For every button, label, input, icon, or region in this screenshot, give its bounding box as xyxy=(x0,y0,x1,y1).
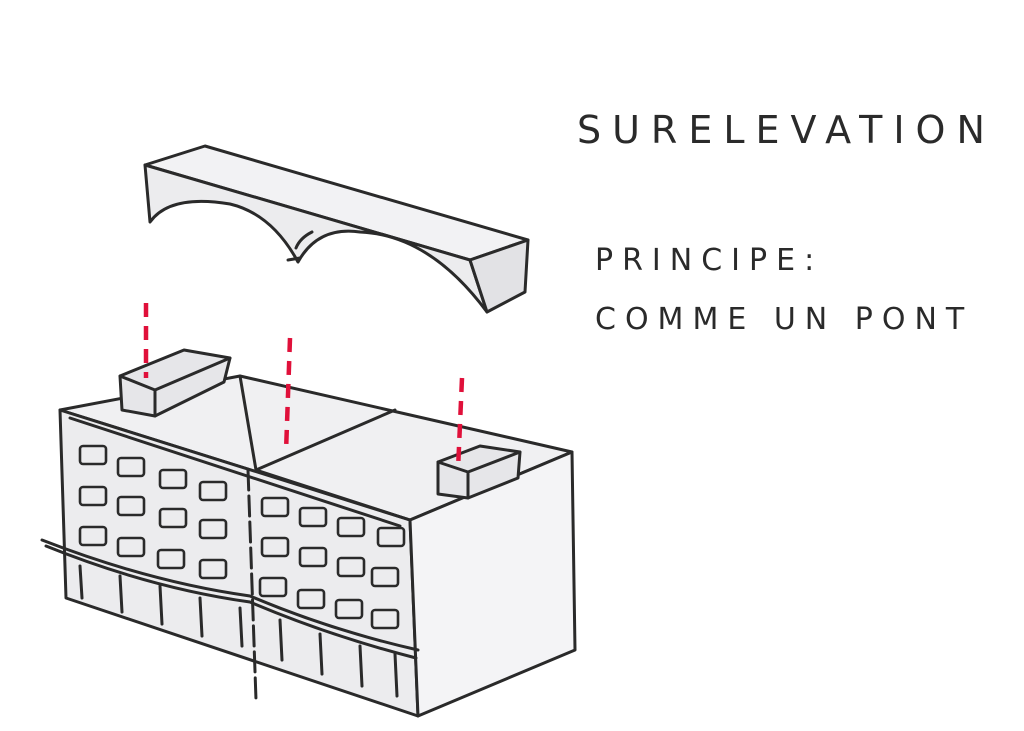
bridge-extension xyxy=(143,144,530,314)
principle-label: PRINCIPE: xyxy=(595,243,824,278)
title-label: SURELEVATION xyxy=(577,108,996,152)
existing-building xyxy=(40,374,577,718)
roof-box-left-edge xyxy=(118,356,232,418)
bridge-arch-line xyxy=(286,230,314,262)
windows-front xyxy=(78,444,406,630)
alignment-line-right xyxy=(455,377,465,471)
description-label: COMME UN PONT xyxy=(595,302,974,337)
alignment-lines xyxy=(143,303,465,471)
canopy xyxy=(40,538,420,660)
bridge-top-face xyxy=(143,144,530,262)
roof-parapet xyxy=(68,374,412,528)
bridge-side-face xyxy=(468,238,530,314)
roof-box-right-edge xyxy=(436,450,522,500)
alignment-line-center xyxy=(283,337,293,453)
rooftop-volumes xyxy=(118,348,522,500)
roof-ridge xyxy=(254,408,397,472)
ground-columns xyxy=(78,564,399,698)
facade-joint xyxy=(246,468,258,702)
